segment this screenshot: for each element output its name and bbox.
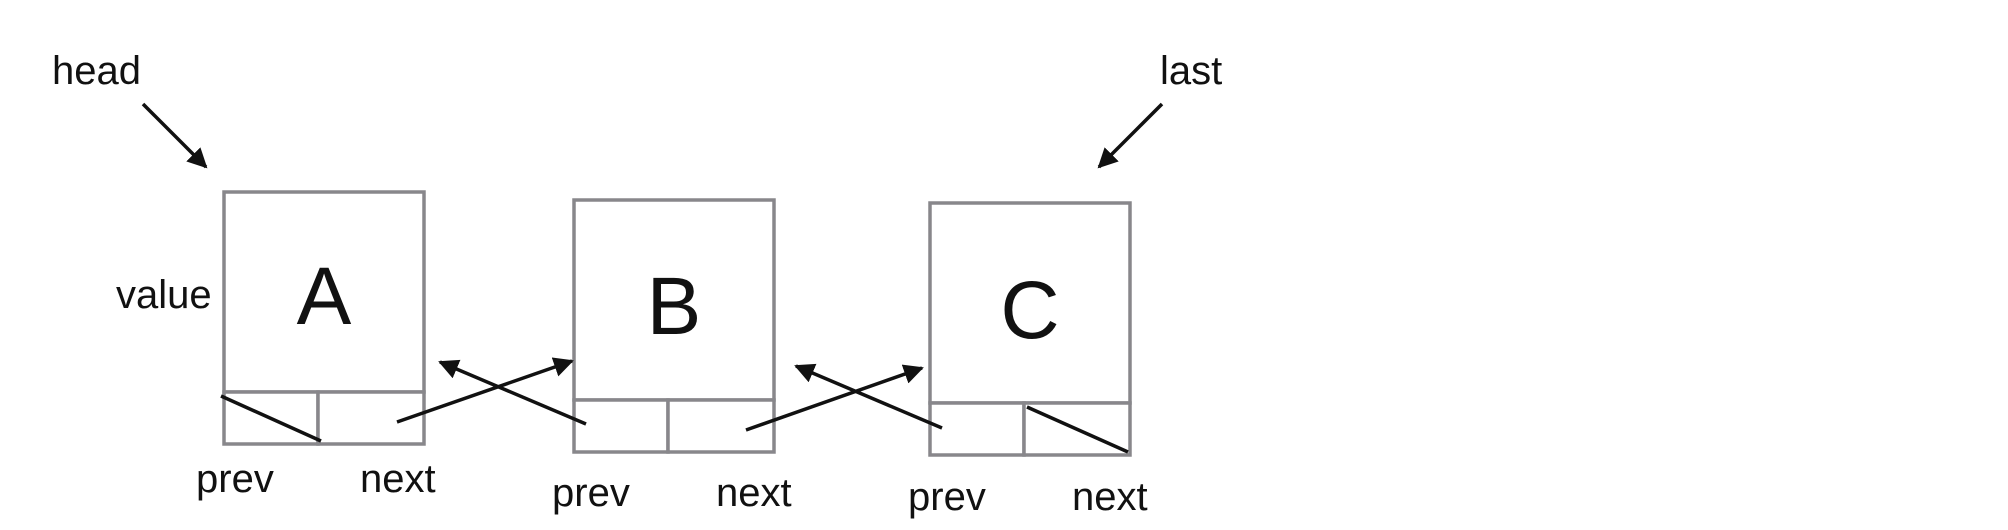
head-label: head bbox=[52, 49, 141, 93]
node-a-next-label: next bbox=[360, 457, 436, 501]
node-c-next-null-slash bbox=[1026, 405, 1129, 454]
node-c: C prev next bbox=[908, 201, 1148, 519]
node-b: B prev next bbox=[552, 198, 792, 515]
node-c-prev-cell bbox=[928, 401, 1026, 457]
node-b-value: B bbox=[647, 261, 702, 352]
node-b-prev-cell bbox=[572, 398, 670, 454]
link-a-next-to-b bbox=[396, 357, 574, 424]
node-a: A prev next bbox=[196, 190, 436, 501]
node-c-prev-label: prev bbox=[908, 475, 986, 519]
head-pointer-arrow bbox=[141, 102, 208, 169]
link-b-next-to-c bbox=[745, 364, 924, 432]
value-label: value bbox=[116, 273, 212, 317]
node-b-prev-label: prev bbox=[552, 471, 630, 515]
node-a-prev-label: prev bbox=[196, 457, 274, 501]
node-b-next-label: next bbox=[716, 471, 792, 515]
node-c-next-label: next bbox=[1072, 475, 1148, 519]
link-c-prev-to-b bbox=[794, 363, 943, 430]
last-pointer-arrow bbox=[1097, 102, 1164, 169]
node-c-value: C bbox=[1000, 265, 1059, 356]
link-b-prev-to-a bbox=[438, 359, 587, 426]
node-c-value-box bbox=[928, 201, 1132, 405]
node-a-prev-null-slash bbox=[220, 394, 322, 443]
last-label: last bbox=[1160, 49, 1222, 93]
node-a-value-box bbox=[222, 190, 426, 394]
node-b-value-box bbox=[572, 198, 776, 402]
node-a-value: A bbox=[297, 251, 352, 342]
